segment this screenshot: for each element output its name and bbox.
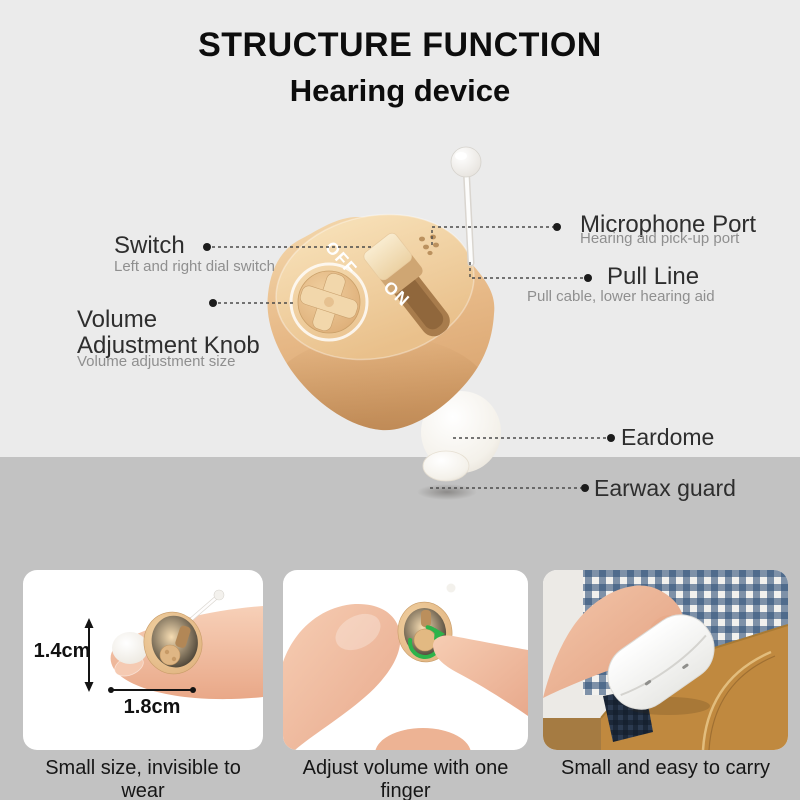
- charging-case: [607, 614, 715, 710]
- index-finger: [433, 635, 528, 716]
- pull-line-description: Pull cable, lower hearing aid: [527, 288, 715, 305]
- arrow-down-icon: [84, 682, 94, 692]
- eardome: [421, 391, 501, 482]
- volume-knob-blades: [300, 273, 358, 331]
- device-shadow: [417, 484, 477, 500]
- width-dimension: [108, 687, 196, 693]
- caption-small-size: Small size, invisible to wear: [45, 757, 241, 800]
- width-value: 1.8cm: [124, 696, 181, 718]
- earwax-guard-label: Earwax guard: [594, 475, 736, 501]
- carry-photo: [543, 570, 788, 750]
- caption-easy-carry: Small and easy to carry: [561, 757, 770, 779]
- earwax-guard: [422, 450, 470, 482]
- height-value: 1.4cm: [34, 640, 91, 662]
- switch-label: Switch: [114, 232, 185, 259]
- pull-line-ball: [450, 146, 482, 178]
- microphone-port-description: Hearing aid pick-up port: [580, 230, 740, 247]
- page-subtitle: Hearing device: [289, 73, 511, 108]
- arrow-up-icon: [84, 618, 94, 628]
- volume-knob-ring: [289, 262, 369, 342]
- panel-easy-carry: [543, 570, 788, 750]
- caption-adjust-volume: Adjust volume with one finger: [302, 757, 509, 800]
- size-photo: 1.4cm 1.8cm: [34, 589, 263, 718]
- panel-adjust-volume: [283, 570, 528, 750]
- switch-slider: [363, 232, 423, 294]
- knuckle: [375, 728, 471, 750]
- switch-description: Left and right dial switch: [114, 258, 275, 275]
- thumb: [283, 603, 401, 750]
- panel-small-size: 1.4cm 1.8cm: [23, 570, 263, 750]
- pull-line-label: Pull Line: [607, 263, 700, 290]
- volume-knob-description: Volume adjustment size: [77, 353, 236, 370]
- pocket-seam: [701, 650, 772, 750]
- mini-hearing-aid: [112, 589, 225, 675]
- mini-hearing-aid-volume: [397, 583, 456, 663]
- volume-photo: [283, 583, 528, 750]
- volume-knob-label: Volume Adjustment Knob: [77, 306, 260, 359]
- pull-line: [450, 146, 482, 267]
- microphone-port-label: Microphone Port: [580, 211, 757, 238]
- eardome-label: Eardome: [621, 424, 715, 450]
- page-title: STRUCTURE FUNCTION: [198, 26, 602, 64]
